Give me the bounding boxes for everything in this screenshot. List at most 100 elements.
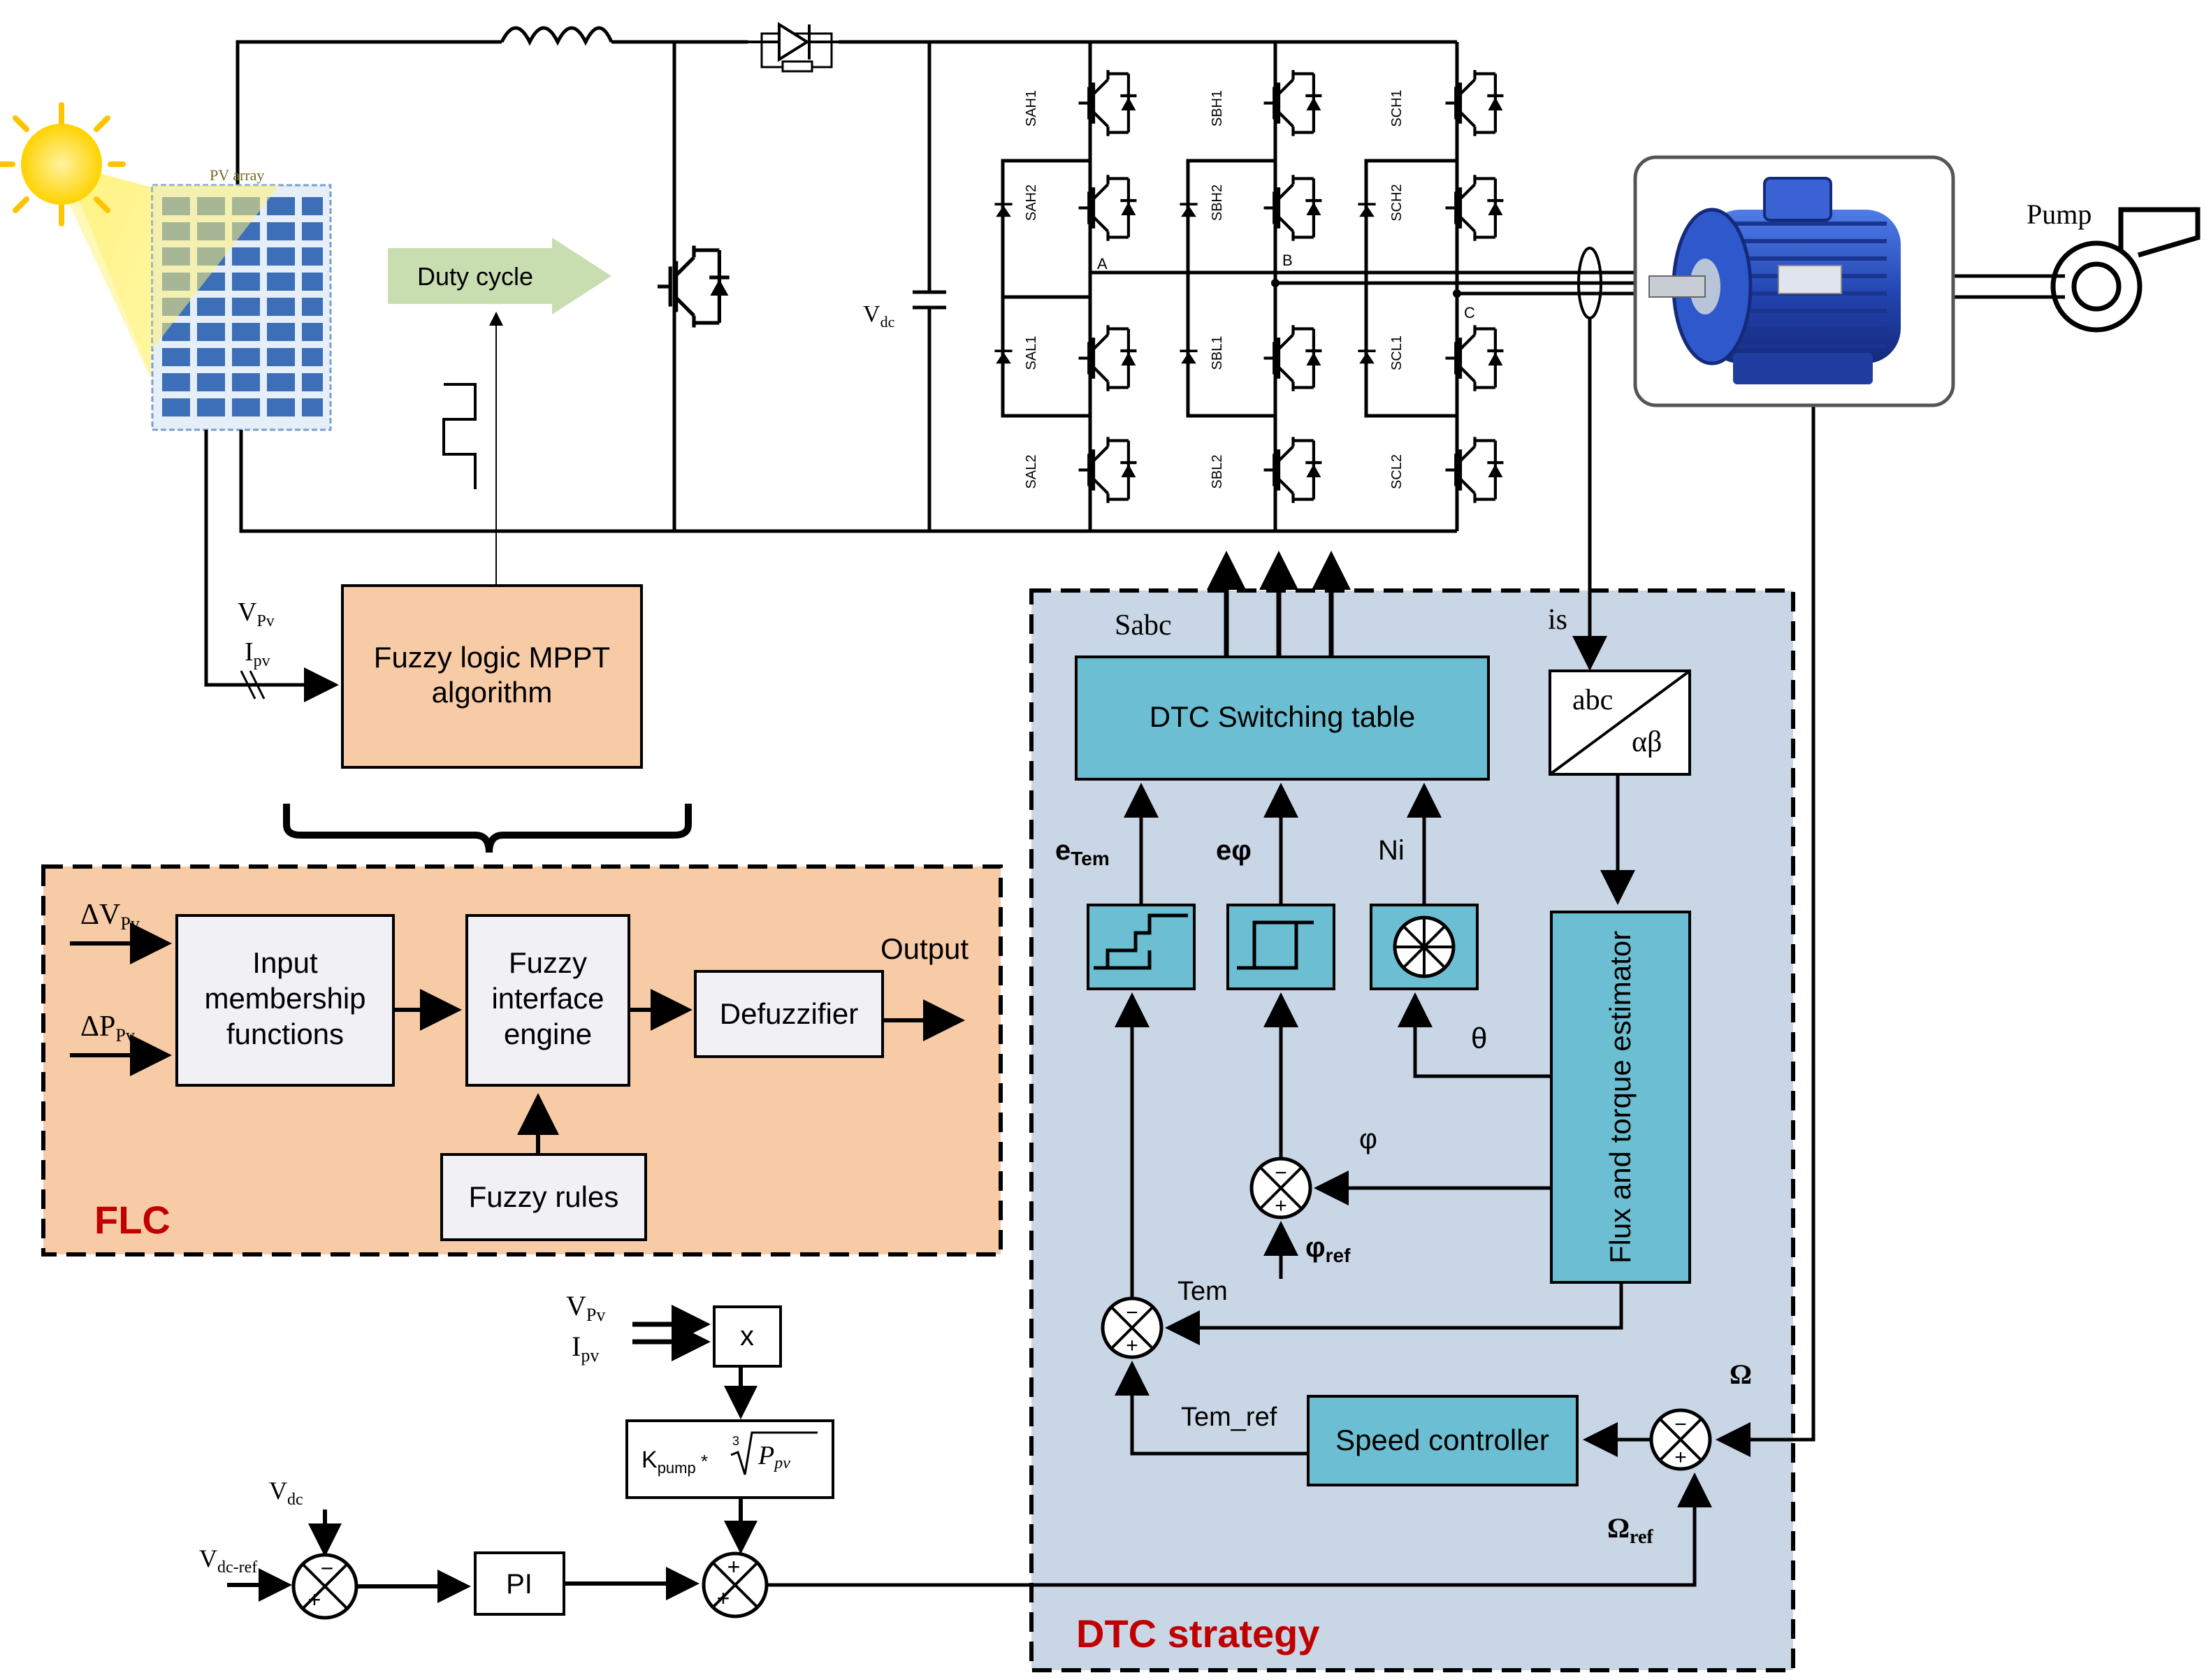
power-circuit	[235, 40, 2065, 533]
membership-line1: Input	[252, 946, 318, 979]
pi-controller-block	[474, 1551, 565, 1616]
switching-signal-arrows	[1207, 551, 1351, 657]
svg-text:+: +	[717, 1586, 730, 1611]
root-sign-icon	[730, 1431, 818, 1475]
label-sch1: SCH1	[1389, 89, 1405, 126]
pv-voltage-label: VPv	[238, 598, 275, 630]
pv-array-label: PV array	[210, 166, 264, 184]
multiplier-block	[713, 1305, 782, 1368]
dtc-title: DTC strategy	[1076, 1612, 1320, 1656]
flc-output-label: Output	[880, 932, 969, 965]
svg-text:+: +	[1275, 1194, 1287, 1217]
kpump-label: Kpump *	[641, 1447, 708, 1477]
mppt-block	[341, 584, 643, 769]
ref-vdc-label: Vdc	[269, 1477, 303, 1509]
node-c-label: C	[1464, 304, 1475, 321]
switch-scl2-icon	[1446, 437, 1504, 503]
switching-table-label: DTC Switching table	[1150, 700, 1415, 733]
switching-table-block	[1075, 656, 1490, 781]
phi-ref-label: φref	[1305, 1232, 1351, 1266]
phi-label: φ	[1359, 1124, 1377, 1154]
svg-text:+: +	[727, 1554, 741, 1579]
inverter-switches	[993, 70, 1504, 503]
membership-line3: functions	[226, 1018, 344, 1050]
pwm-icon	[442, 383, 477, 489]
mppt-line2: algorithm	[432, 676, 553, 709]
pv-current-label: Ipv	[245, 637, 270, 670]
three-level-hysteresis-icon	[1094, 913, 1188, 970]
switch-sah2-icon	[1079, 175, 1137, 241]
pump-icon	[2050, 207, 2201, 333]
theta-label: θ	[1471, 1022, 1487, 1055]
switch-sbh1-icon	[1264, 70, 1322, 136]
svg-text:+: +	[1126, 1334, 1138, 1357]
svg-text:+: +	[1674, 1446, 1687, 1469]
torque-hysteresis-block	[1087, 904, 1196, 990]
ref-vdcref-label: Vdc-ref	[199, 1544, 257, 1577]
sun-icon	[0, 102, 126, 226]
label-sbh1: SBH1	[1210, 90, 1225, 126]
duty-cycle-arrow	[388, 238, 611, 314]
svg-text:−: −	[321, 1556, 334, 1581]
boost-switch-icon	[658, 246, 730, 328]
tem-label: Tem	[1177, 1277, 1228, 1306]
sector-icon	[1393, 915, 1456, 978]
flux-torque-estimator-block	[1550, 911, 1691, 1284]
ref-vpv-label: VPv	[566, 1290, 605, 1325]
label-sbh2: SBH2	[1210, 184, 1225, 221]
switch-labels: SAH1 SAH2 SAL1 SAL2 SBH1 SBH2 SBL1 SBL2 …	[1024, 89, 1405, 489]
switch-sah1-icon	[1079, 70, 1137, 136]
defuzzifier-block	[694, 970, 884, 1058]
label-sal2: SAL2	[1024, 455, 1039, 489]
fuzzy-rules-block	[440, 1153, 647, 1241]
mppt-line1: Fuzzy logic MPPT	[374, 641, 610, 674]
vdc-summing-junction: − +	[291, 1553, 358, 1620]
switch-sch1-icon	[1446, 70, 1504, 136]
pv-array: PV array	[49, 161, 332, 431]
flc-title: FLC	[94, 1198, 171, 1242]
estimator-label: Flux and torque estimator	[1604, 931, 1637, 1263]
boost-diode-icon	[748, 22, 839, 73]
engine-line1: Fuzzy	[509, 946, 587, 979]
fuzzy-rules-label: Fuzzy rules	[469, 1180, 619, 1213]
switch-sbh2-icon	[1264, 175, 1322, 241]
label-sch2: SCH2	[1389, 184, 1405, 221]
root-index: 3	[732, 1434, 739, 1448]
inductor-icon	[500, 26, 614, 46]
switch-sal2-icon	[1079, 437, 1137, 503]
alphabeta-label: αβ	[1632, 726, 1662, 758]
node-b-label: B	[1282, 252, 1293, 269]
node-a-label: A	[1097, 255, 1108, 273]
node-c-dot	[1453, 289, 1461, 298]
multiplier-label: x	[740, 1321, 754, 1352]
label-sah1: SAH1	[1024, 90, 1039, 126]
torque-summing-junction: − +	[1101, 1296, 1164, 1359]
switch-sch2-icon	[1446, 175, 1504, 241]
switch-sbl1-icon	[1264, 325, 1322, 391]
pi-label: PI	[506, 1569, 532, 1600]
membership-line2: membership	[204, 982, 365, 1015]
label-sbl1: SBL1	[1210, 336, 1225, 370]
defuzzifier-label: Defuzzifier	[720, 997, 858, 1030]
two-level-hysteresis-icon	[1237, 920, 1314, 970]
engine-line2: interface	[491, 982, 604, 1015]
svg-text:−: −	[1126, 1301, 1138, 1324]
ref-ipv-label: Ipv	[572, 1331, 599, 1366]
svg-text:−: −	[1275, 1161, 1287, 1185]
omega-ref-summing-junction: + +	[702, 1551, 769, 1619]
speed-summing-junction: − +	[1649, 1408, 1712, 1471]
pv-measure-wire	[204, 430, 339, 702]
ni-label: Ni	[1378, 835, 1405, 866]
membership-block	[175, 914, 395, 1087]
switch-sbl2-icon	[1264, 437, 1322, 503]
motor-icon	[1648, 177, 1901, 384]
switch-scl1-icon	[1446, 325, 1504, 391]
root-arg: Ppv	[757, 1441, 790, 1472]
svg-text:+: +	[308, 1587, 321, 1612]
engine-line3: engine	[504, 1018, 592, 1050]
inference-engine-block	[465, 914, 630, 1087]
brace	[283, 804, 692, 853]
sabc-label: Sabc	[1115, 609, 1172, 642]
e-tem-label: eTem	[1055, 835, 1110, 869]
label-sbl2: SBL2	[1210, 455, 1225, 489]
